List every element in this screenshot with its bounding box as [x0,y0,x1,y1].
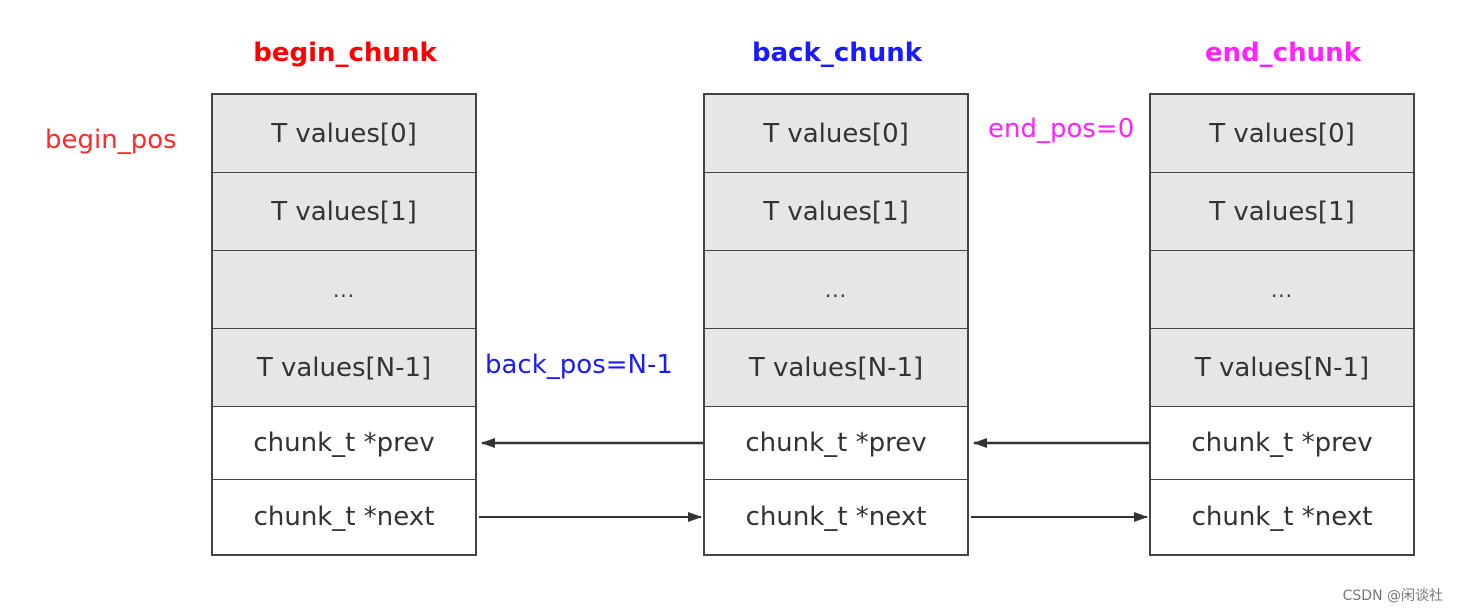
begin-chunk-ellipsis: ... [213,251,475,329]
end-chunk-value-0: T values[0] [1151,95,1413,173]
begin-pos-label: begin_pos [45,125,177,155]
begin-chunk-title: begin_chunk [253,38,437,68]
end-chunk-next: chunk_t *next [1151,480,1413,553]
begin-chunk-value-1: T values[1] [213,173,475,251]
back-pos-label: back_pos=N-1 [485,350,673,380]
back-chunk-prev: chunk_t *prev [705,407,967,480]
begin-chunk-value-last: T values[N-1] [213,329,475,407]
end-chunk-ellipsis: ... [1151,251,1413,329]
back-chunk-value-last: T values[N-1] [705,329,967,407]
end-chunk-title: end_chunk [1205,38,1361,68]
begin-chunk: T values[0] T values[1] ... T values[N-1… [211,93,477,556]
begin-chunk-prev: chunk_t *prev [213,407,475,480]
end-pos-label: end_pos=0 [988,114,1135,144]
begin-chunk-value-0: T values[0] [213,95,475,173]
back-chunk-value-0: T values[0] [705,95,967,173]
back-chunk-ellipsis: ... [705,251,967,329]
back-chunk: T values[0] T values[1] ... T values[N-1… [703,93,969,556]
end-chunk: T values[0] T values[1] ... T values[N-1… [1149,93,1415,556]
watermark: CSDN @闲谈社 [1342,588,1443,604]
end-chunk-prev: chunk_t *prev [1151,407,1413,480]
back-chunk-value-1: T values[1] [705,173,967,251]
end-chunk-value-1: T values[1] [1151,173,1413,251]
back-chunk-next: chunk_t *next [705,480,967,553]
end-chunk-value-last: T values[N-1] [1151,329,1413,407]
back-chunk-title: back_chunk [751,38,923,68]
begin-chunk-next: chunk_t *next [213,480,475,553]
